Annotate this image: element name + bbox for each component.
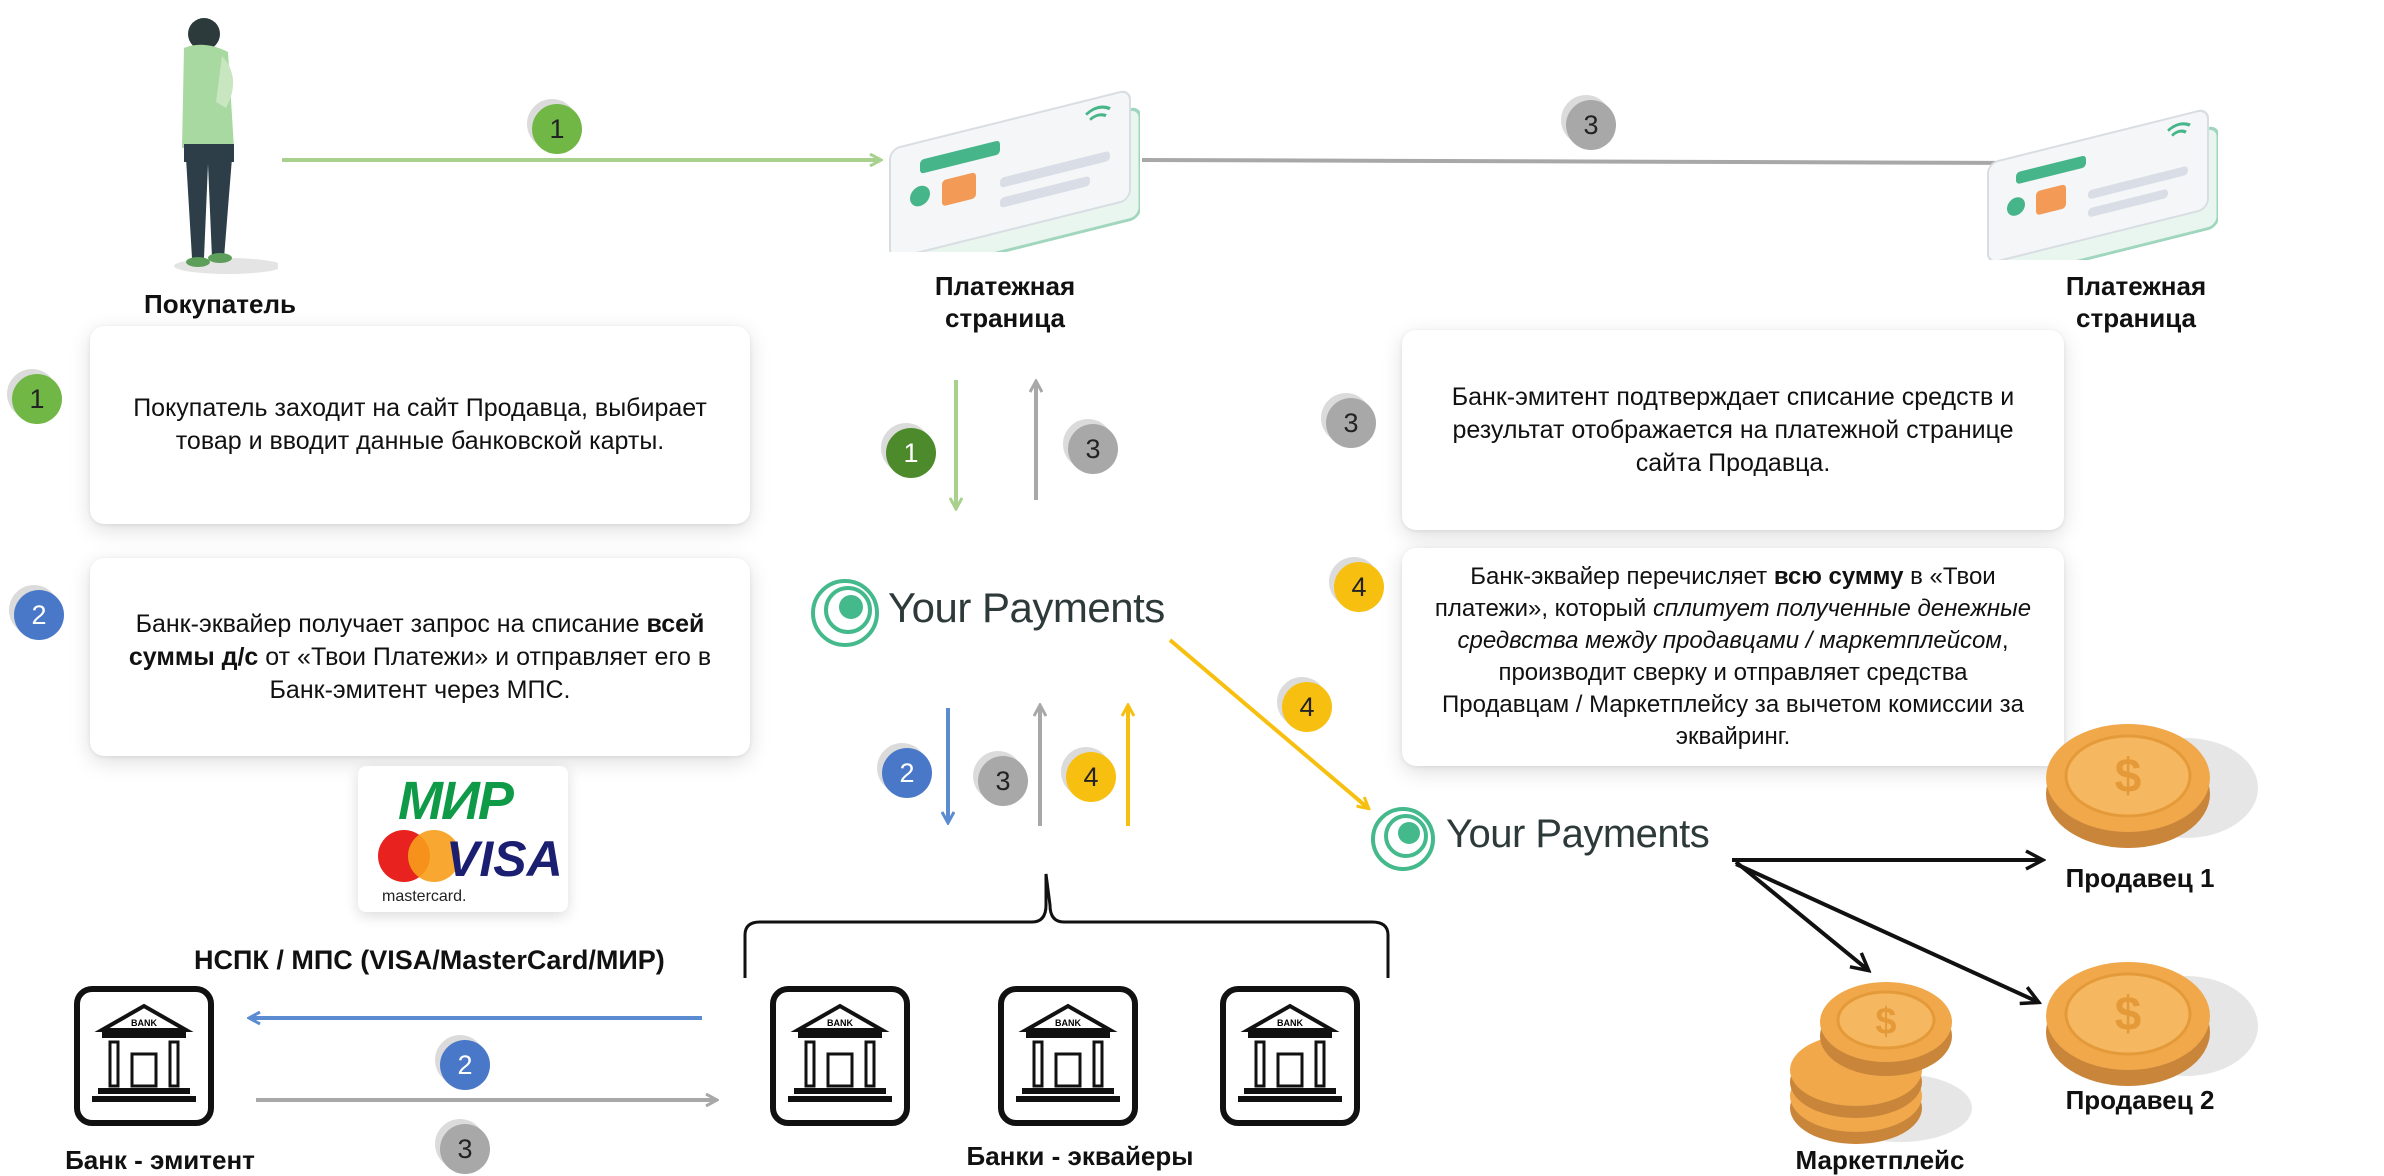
badge-step3-top: 3 (1566, 100, 1616, 150)
step4-card: Банк-эквайер перечисляет всю сумму в «Тв… (1402, 548, 2064, 766)
badge-step3-lower: 3 (978, 756, 1028, 806)
badge-step3-vertical: 3 (1068, 424, 1118, 474)
mastercard-logo-text: mastercard. (382, 888, 467, 905)
buyer-figure (174, 18, 278, 274)
issuer-bank-label: Банк - эмитент (65, 1145, 255, 1175)
payment-page-label-2: Платежная страница (2065, 271, 2207, 333)
bank-icon-text: BANK (827, 1018, 853, 1028)
issuer-bank-icon: BANK (74, 986, 214, 1126)
payment-card-icon (889, 90, 1140, 252)
seller-1-coin-icon: $ (2046, 724, 2258, 848)
arrow-yp-to-yp (1168, 638, 1368, 808)
marketplace-coins-icon: $ (1790, 982, 1972, 1144)
badge-step3-card: 3 (1326, 398, 1376, 448)
badge-step4-lower: 4 (1066, 752, 1116, 802)
badge-step2-lower: 2 (882, 748, 932, 798)
badge-step4-diagonal: 4 (1282, 682, 1332, 732)
badge-step1-vertical: 1 (886, 428, 936, 478)
step4-text: Банк-эквайер перечисляет всю сумму в «Тв… (1434, 563, 2032, 750)
seller-2-label: Продавец 2 (2065, 1085, 2215, 1115)
visa-logo: VISA (446, 831, 563, 887)
arrow-page-to-page (1141, 160, 2032, 163)
svg-text:$: $ (2115, 988, 2142, 1041)
bank-icon-text: BANK (131, 1018, 157, 1028)
your-payments-logo-icon (811, 579, 879, 647)
your-payments-logo-icon-2 (1371, 807, 1435, 871)
acquirer-bank-icon-3: BANK (1220, 986, 1360, 1126)
acquirer-bank-icon-2: BANK (998, 986, 1138, 1126)
badge-step3-bottom: 3 (440, 1124, 490, 1174)
step1-card: Покупатель заходит на сайт Продавца, выб… (90, 326, 750, 524)
arrow-to-seller-2 (1735, 862, 2038, 1002)
badge-step1-card: 1 (12, 374, 62, 424)
step3-text: Банк-эмитент подтверждает списание средс… (1451, 382, 2015, 477)
buyer-label: Покупатель (144, 289, 296, 319)
payment-systems-logo: МИР VISA mastercard. (358, 766, 568, 912)
arrow-to-marketplace (1734, 860, 1868, 970)
your-payments-logo-text: Your Payments (888, 584, 1165, 631)
step1-text: Покупатель заходит на сайт Продавца, выб… (133, 394, 707, 455)
seller-1-label: Продавец 1 (2065, 863, 2215, 893)
step3-card: Банк-эмитент подтверждает списание средс… (1402, 330, 2064, 530)
badge-step1-top: 1 (532, 104, 582, 154)
marketplace-label: Маркетплейс (1795, 1145, 1965, 1175)
mastercard-circles (378, 830, 460, 882)
seller-2-coin-icon: $ (2046, 962, 2258, 1086)
bank-icon-text: BANK (1277, 1018, 1303, 1028)
step2-card: Банк-эквайер получает запрос на списание… (90, 558, 750, 756)
svg-text:$: $ (2115, 750, 2142, 803)
nspk-label: НСПК / МПС (VISA/MasterCard/МИР) (194, 945, 665, 975)
payment-page-label-1: Платежная страница (934, 271, 1076, 333)
acquirer-bank-icon-1: BANK (770, 986, 910, 1126)
brace-banks (743, 873, 1390, 978)
badge-step4-card: 4 (1334, 562, 1384, 612)
mir-logo: МИР (398, 771, 514, 831)
acquirer-banks-label: Банки - эквайеры (966, 1141, 1194, 1171)
payment-card-icon-2 (1987, 109, 2218, 260)
bank-icon-text: BANK (1055, 1018, 1081, 1028)
badge-step2-bottom: 2 (440, 1040, 490, 1090)
svg-text:$: $ (1875, 1001, 1896, 1043)
badge-step2-card: 2 (14, 590, 64, 640)
step2-text: Банк-эквайер получает запрос на списание… (128, 609, 712, 704)
your-payments-logo-text-2: Your Payments (1446, 812, 1710, 856)
